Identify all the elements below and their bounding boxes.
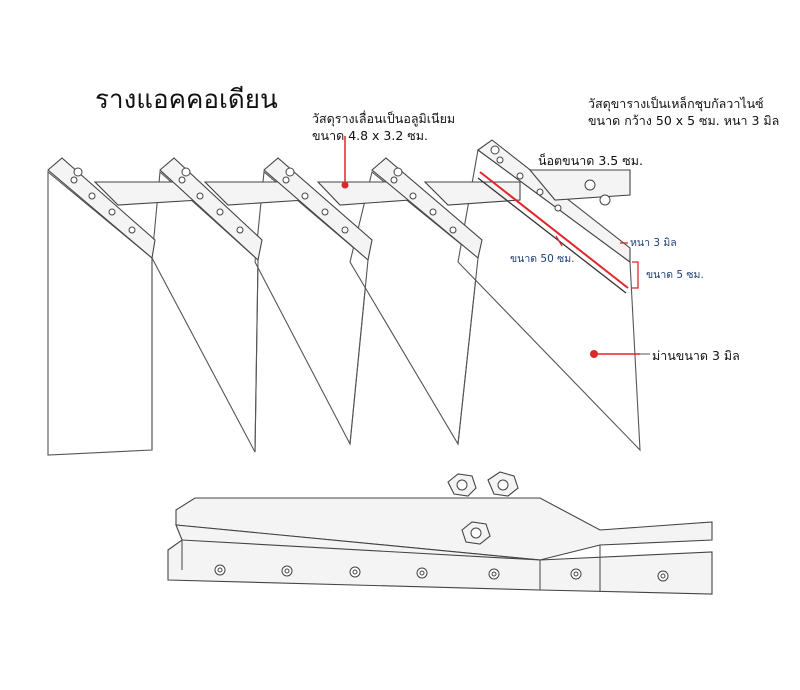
- marker-curtain-dot: [590, 350, 598, 358]
- bolt-size-label: น็อตขนาด 3.5 ซม.: [538, 153, 643, 168]
- rail-material-label: วัสดุรางเลื่อนเป็นอลูมิเนียม: [312, 110, 455, 127]
- leg-size-label: ขนาด กว้าง 50 x 5 ซม. หนา 3 มิล: [588, 113, 779, 128]
- callout-markers: [341, 136, 650, 358]
- leg-edge-highlight: [479, 171, 629, 289]
- leg-material-label: วัสดุขารางเป็นเหล็กชุบกัลวาไนซ์: [588, 96, 764, 112]
- diagram-title: รางแอคคอเดียน: [95, 85, 278, 115]
- curtain-thickness-label: ม่านขนาด 3 มิล: [652, 348, 740, 363]
- top-rail-brackets: [47, 139, 631, 264]
- marker-rail-dot: [341, 181, 349, 189]
- curtain-panel-2: [151, 170, 259, 453]
- rail-size-label: ขนาด 4.8 x 3.2 ซม.: [312, 128, 428, 143]
- width-50cm-label: ขนาด 50 ซม.: [510, 253, 575, 265]
- size-5cm-label: ขนาด 5 ซม.: [646, 269, 704, 281]
- marker-5cm-bracket: [632, 261, 639, 289]
- curtain-panel-3: [254, 170, 369, 446]
- rail-detail-enlarged: [167, 471, 713, 595]
- curtain-panels: [47, 149, 641, 456]
- thickness-label: หนา 3 มิล: [630, 237, 677, 249]
- curtain-panel-4: [349, 171, 479, 446]
